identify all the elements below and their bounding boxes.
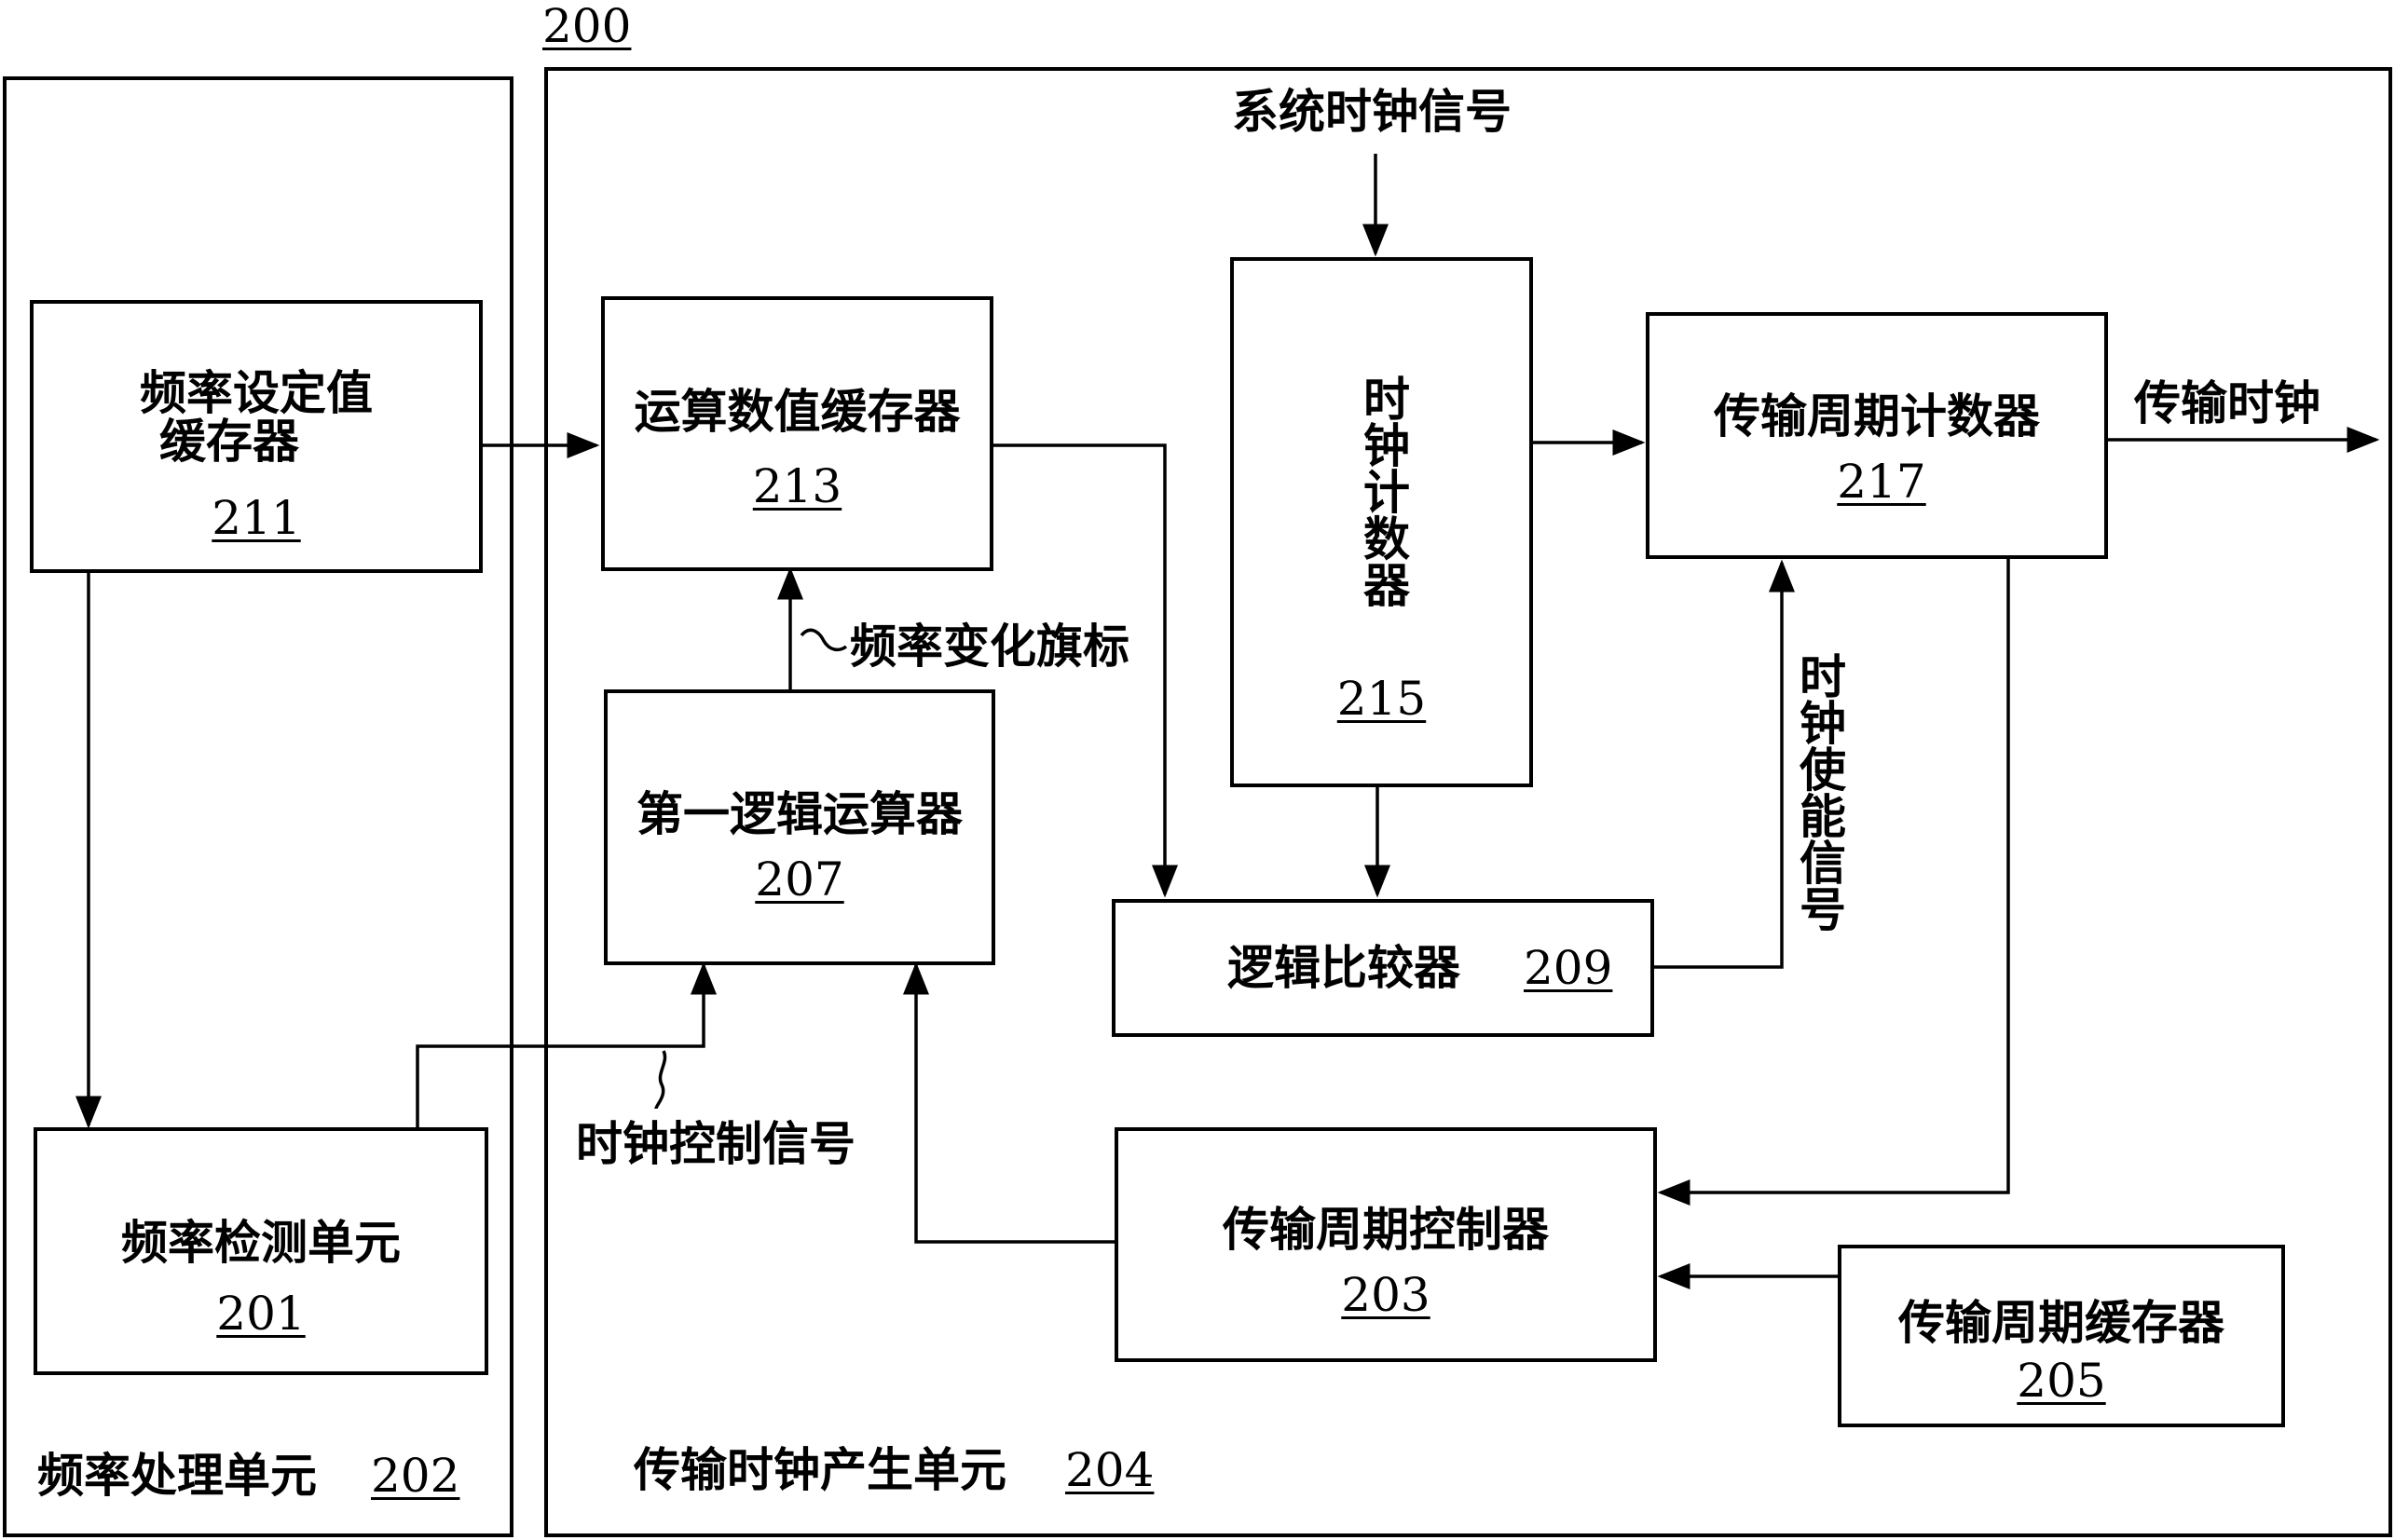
freq-setpoint-register-number: 211	[212, 491, 301, 545]
freq-setpoint-register-211: 频率设定值 缓存器 211	[30, 300, 483, 573]
clock-counter-number: 215	[1336, 672, 1427, 726]
system-clock-signal-label: 系统时钟信号	[1232, 84, 1512, 139]
transmission-period-controller-label: 传输周期控制器	[1223, 1202, 1549, 1257]
transmission-clock-label: 传输时钟	[2134, 375, 2320, 430]
freq-change-flag-label: 频率变化旗标	[850, 619, 1129, 674]
clock-counter-215: 时钟计数器 215	[1230, 257, 1533, 787]
arrow-217-to-203	[1657, 559, 2010, 1206]
transmission-clock-unit-number: 204	[1065, 1443, 1155, 1497]
arrow-clock-control	[416, 961, 717, 1127]
system-number: 200	[542, 0, 632, 53]
frequency-processing-unit-label: 频率处理单元	[37, 1448, 317, 1503]
operand-register-number: 213	[752, 459, 842, 513]
freq-flag-leader	[800, 628, 848, 652]
transmission-period-register-205: 传输周期缓存器 205	[1838, 1245, 2285, 1427]
transmission-period-counter-217: 传输周期计数器 217	[1646, 312, 2108, 559]
transmission-period-counter-label: 传输周期计数器	[1714, 388, 2040, 443]
logic-comparator-label: 逻辑比较器	[1227, 940, 1460, 995]
first-logic-operator-207: 第一逻辑运算器 207	[604, 689, 995, 965]
transmission-period-controller-number: 203	[1341, 1268, 1430, 1322]
frequency-processing-unit	[3, 76, 513, 1537]
operand-register-label: 运算数值缓存器	[634, 384, 961, 439]
frequency-processing-unit-number: 202	[371, 1449, 460, 1503]
clock-control-leader	[654, 1050, 667, 1110]
freq-detection-unit-number: 201	[216, 1287, 306, 1341]
clock-enable-signal-label: 时钟使能信号	[1792, 652, 1847, 932]
logic-comparator-number: 209	[1524, 941, 1613, 995]
clock-counter-label: 时钟计数器	[1356, 375, 1411, 607]
transmission-period-register-label: 传输周期缓存器	[1898, 1295, 2224, 1350]
freq-setpoint-register-label-2: 缓存器	[159, 414, 299, 469]
logic-comparator-209: 逻辑比较器 209	[1112, 899, 1654, 1037]
transmission-clock-unit-label: 传输时钟产生单元	[634, 1442, 1006, 1497]
freq-detection-unit-label: 频率检测单元	[121, 1215, 401, 1270]
transmission-period-counter-number: 217	[1837, 455, 1926, 509]
arrow-clock-enable	[1654, 559, 1795, 969]
clock-control-signal-label: 时钟控制信号	[576, 1116, 855, 1171]
transmission-period-register-number: 205	[2017, 1354, 2106, 1408]
transmission-clock-unit	[544, 67, 2392, 1537]
freq-setpoint-register-label-1: 频率设定值	[140, 365, 373, 420]
freq-detection-unit-201: 频率检测单元 201	[34, 1127, 488, 1375]
operand-register-213: 运算数值缓存器 213	[601, 296, 993, 571]
transmission-period-controller-203: 传输周期控制器 203	[1115, 1127, 1657, 1362]
arrow-213-to-209	[993, 443, 1178, 898]
arrow-203-to-207	[903, 961, 1116, 1244]
first-logic-operator-number: 207	[755, 852, 844, 906]
first-logic-operator-label: 第一逻辑运算器	[636, 786, 963, 841]
